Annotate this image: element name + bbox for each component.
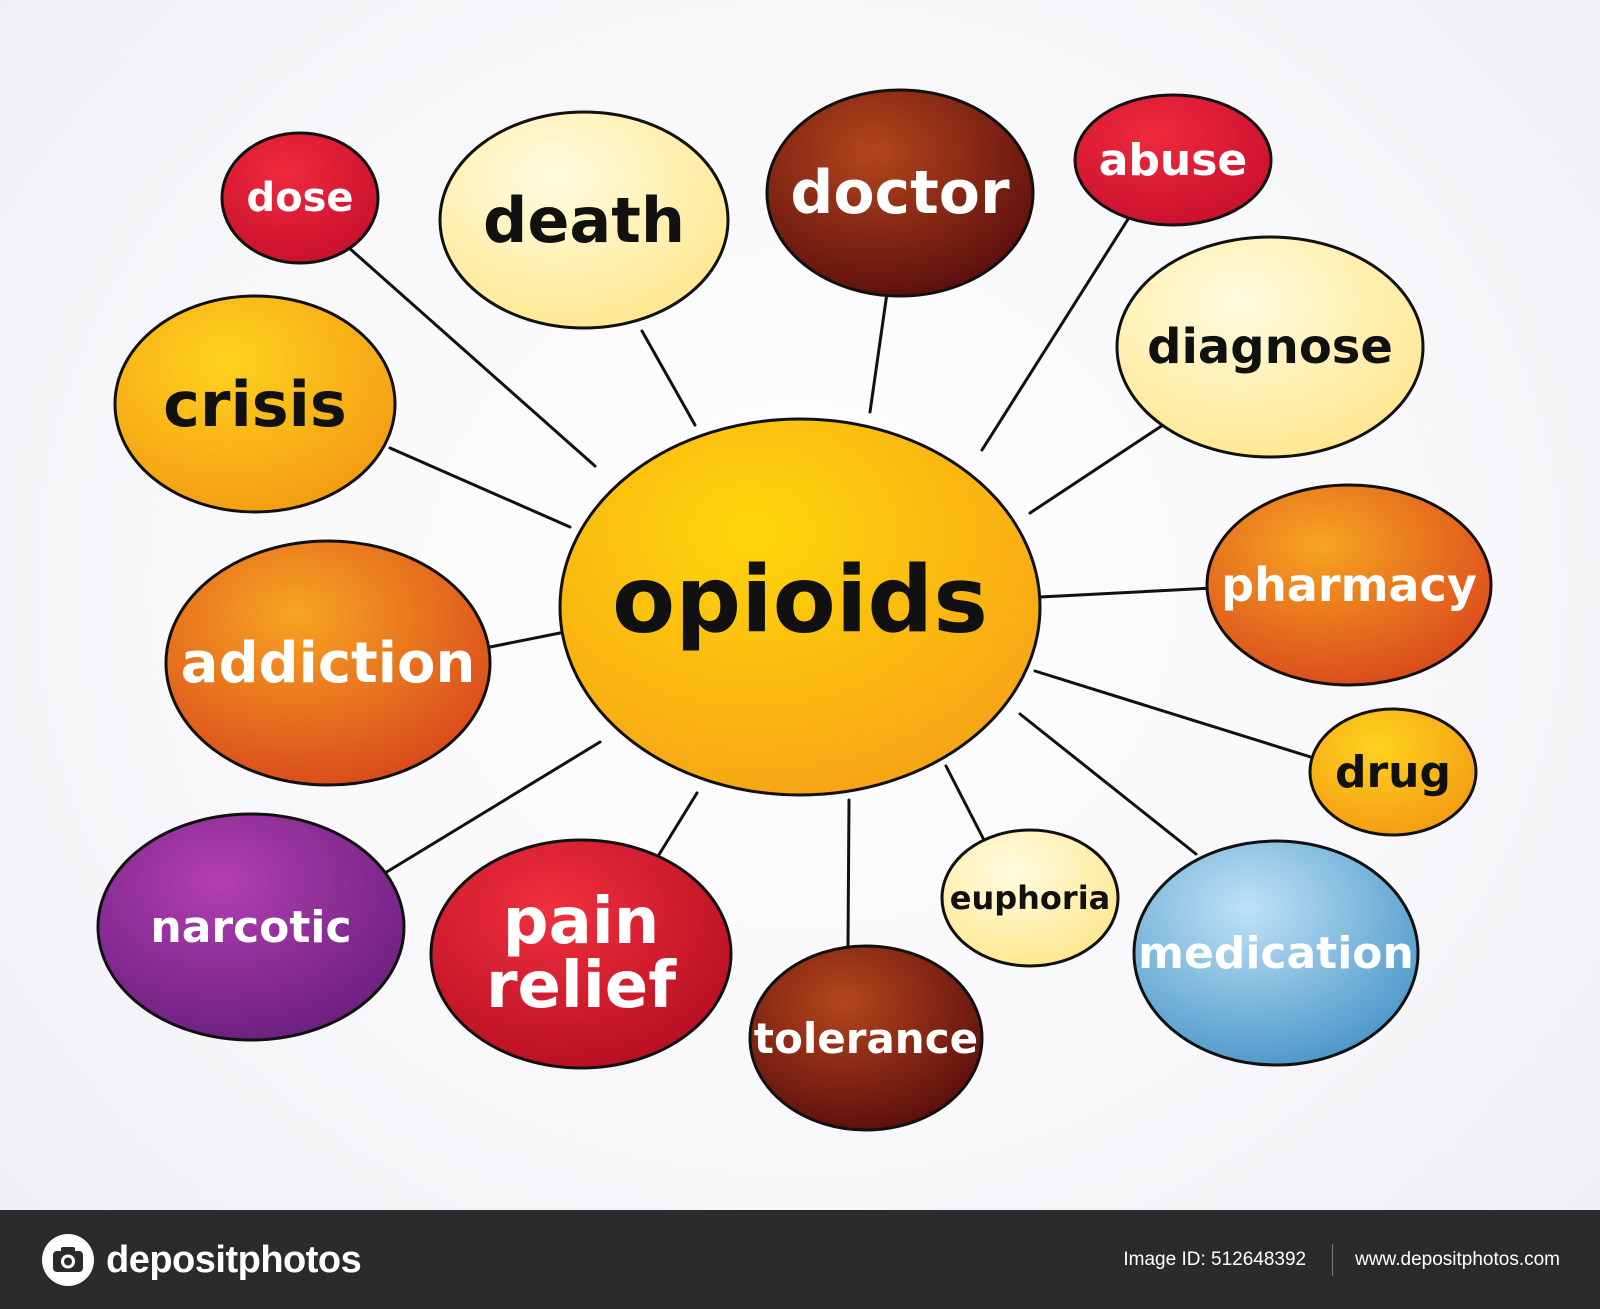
bubble-diagnose bbox=[1115, 235, 1425, 459]
label-abuse: abuse bbox=[1099, 135, 1248, 186]
label-medication: medication bbox=[1138, 928, 1414, 979]
connector-death bbox=[640, 329, 697, 427]
brand-name: depositphotos bbox=[106, 1238, 362, 1281]
website-link[interactable]: www.depositphotos.com bbox=[1355, 1249, 1560, 1270]
node-euphoria: euphoria bbox=[940, 828, 1120, 968]
label-tolerance: tolerance bbox=[754, 1014, 978, 1063]
node-addiction: addiction bbox=[164, 539, 492, 787]
bubble-euphoria bbox=[940, 828, 1120, 968]
node-doctor: doctor bbox=[765, 88, 1035, 298]
center-label: opioids bbox=[612, 547, 988, 654]
footer-info: Image ID: 512648392 www.depositphotos.co… bbox=[1123, 1244, 1560, 1276]
connector-medication bbox=[1018, 712, 1198, 856]
label-death: death bbox=[483, 184, 685, 257]
brand[interactable]: depositphotos bbox=[40, 1232, 362, 1288]
connector-addiction bbox=[488, 631, 562, 649]
label-drug: drug bbox=[1335, 747, 1451, 798]
label-crisis: crisis bbox=[163, 368, 347, 441]
node-medication: medication bbox=[1132, 839, 1420, 1067]
label-diagnose: diagnose bbox=[1147, 319, 1393, 375]
node-diagnose: diagnose bbox=[1115, 235, 1425, 459]
bubble-pain-relief bbox=[429, 838, 733, 1070]
node-pharmacy: pharmacy bbox=[1205, 483, 1493, 687]
footer-bar: depositphotos Image ID: 512648392 www.de… bbox=[0, 1210, 1600, 1309]
bubble-addiction bbox=[164, 539, 492, 787]
node-abuse: abuse bbox=[1073, 93, 1273, 227]
mind-map: opioids dose death doctor abuse crisis diagno… bbox=[96, 88, 1493, 1132]
node-death: death bbox=[438, 110, 730, 330]
node-crisis: crisis bbox=[113, 294, 397, 514]
connector-dose bbox=[346, 245, 597, 468]
bubble-dose bbox=[220, 131, 380, 265]
connector-pharmacy bbox=[1038, 586, 1215, 599]
node-drug: drug bbox=[1308, 707, 1478, 837]
label-addiction: addiction bbox=[181, 631, 476, 696]
image-id: Image ID: 512648392 bbox=[1123, 1249, 1307, 1270]
bubble-medication bbox=[1132, 839, 1420, 1067]
connector-tolerance bbox=[846, 798, 851, 948]
connector-pain-relief bbox=[650, 791, 699, 868]
bubble-drug bbox=[1308, 707, 1478, 837]
node-dose: dose bbox=[220, 131, 380, 265]
bubble-narcotic bbox=[96, 812, 406, 1042]
bubble-doctor bbox=[765, 88, 1035, 298]
connector-narcotic bbox=[383, 740, 602, 875]
connector-lines bbox=[346, 214, 1332, 948]
label-narcotic: narcotic bbox=[150, 902, 351, 953]
bubble-crisis bbox=[113, 294, 397, 514]
label-dose: dose bbox=[246, 175, 353, 221]
connector-crisis bbox=[388, 446, 572, 529]
center-bubble bbox=[558, 417, 1042, 797]
topic-nodes: dose death doctor abuse crisis diagnose addict… bbox=[96, 88, 1493, 1132]
bubble-tolerance bbox=[748, 944, 984, 1132]
node-narcotic: narcotic bbox=[96, 812, 406, 1042]
footer-divider bbox=[1332, 1244, 1334, 1276]
bubble-abuse bbox=[1073, 93, 1273, 227]
label-pharmacy: pharmacy bbox=[1221, 558, 1477, 612]
label-euphoria: euphoria bbox=[950, 879, 1111, 917]
bubble-death bbox=[438, 110, 730, 330]
connector-abuse bbox=[980, 214, 1132, 452]
label-doctor: doctor bbox=[790, 158, 1010, 228]
node-tolerance: tolerance bbox=[748, 944, 984, 1132]
connector-drug bbox=[1033, 669, 1332, 765]
connector-doctor bbox=[868, 291, 889, 414]
camera-logo-icon bbox=[42, 1234, 94, 1286]
bubble-pharmacy bbox=[1205, 483, 1493, 687]
center-node: opioids bbox=[558, 417, 1042, 797]
connector-diagnose bbox=[1028, 423, 1165, 515]
connector-euphoria bbox=[944, 764, 987, 844]
